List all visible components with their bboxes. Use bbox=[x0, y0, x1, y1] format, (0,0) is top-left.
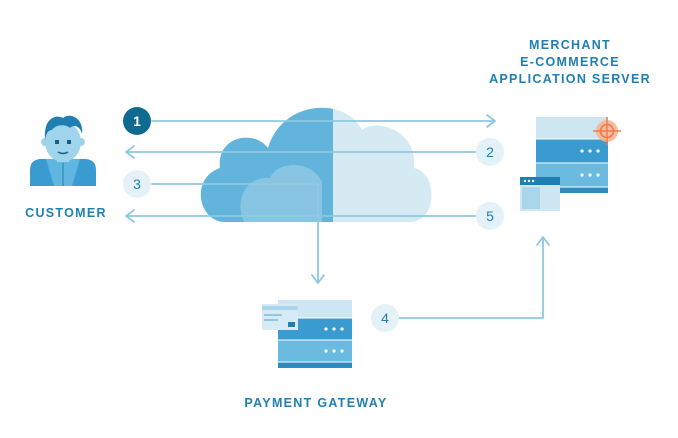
payment-gateway-label: PAYMENT GATEWAY bbox=[244, 396, 388, 410]
credit-card-icon bbox=[262, 304, 298, 330]
arrow-head-2 bbox=[125, 145, 135, 159]
target-icon bbox=[593, 117, 621, 145]
step-badge-5: 5 bbox=[476, 202, 504, 230]
step-badge-2: 2 bbox=[476, 138, 504, 166]
arrow-step-3 bbox=[151, 183, 319, 283]
step-number: 1 bbox=[133, 113, 141, 129]
arrow-step-4 bbox=[397, 237, 544, 319]
step-badge-1: 1 bbox=[123, 107, 151, 135]
merchant-label-line-3: APPLICATION SERVER bbox=[489, 72, 651, 86]
step-number: 3 bbox=[133, 176, 141, 192]
merchant-label-line-1: MERCHANT bbox=[529, 38, 611, 52]
arrow-head-5 bbox=[125, 209, 135, 223]
step-badge-3: 3 bbox=[123, 170, 151, 198]
merchant-server-label: MERCHANT E-COMMERCE APPLICATION SERVER bbox=[480, 37, 660, 88]
cloud-icon bbox=[200, 107, 432, 222]
payment-gateway-server-icon bbox=[278, 300, 352, 368]
customer-label: CUSTOMER bbox=[25, 206, 107, 220]
arrow-head-3 bbox=[311, 274, 325, 284]
merchant-label-line-2: E-COMMERCE bbox=[520, 55, 620, 69]
step-badge-4: 4 bbox=[371, 304, 399, 332]
merchant-server-icon bbox=[536, 117, 608, 193]
step-number: 2 bbox=[486, 144, 494, 160]
arrow-head-4 bbox=[536, 236, 550, 246]
step-number: 5 bbox=[486, 208, 494, 224]
customer-avatar-icon bbox=[30, 115, 96, 186]
browser-window-icon bbox=[520, 177, 560, 211]
arrow-head-1 bbox=[486, 114, 496, 128]
step-number: 4 bbox=[381, 310, 389, 326]
